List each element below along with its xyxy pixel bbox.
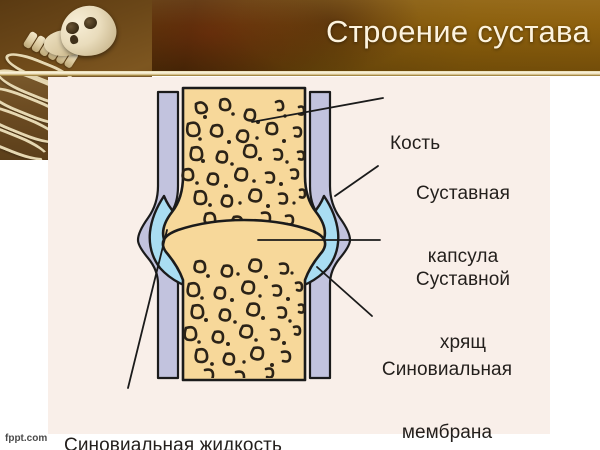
label-cartilage-line2: хрящ	[439, 332, 487, 354]
label-capsule-line1: Суставная	[416, 182, 510, 204]
label-fluid-line1: Синовиальная жидкость	[64, 434, 282, 450]
label-membrane-line1: Синовиальная	[381, 358, 513, 380]
label-articular-capsule: Суставная капсула	[383, 140, 543, 310]
watermark: fppt.com	[5, 433, 48, 444]
label-capsule-line2: капсула	[427, 246, 499, 268]
leader-line-membrane	[316, 266, 373, 317]
leader-line-fluid	[127, 229, 168, 389]
leader-lines	[127, 97, 384, 389]
leader-line-capsule	[334, 165, 379, 197]
label-synovial-membrane: Синовиальная мембрана	[342, 316, 552, 450]
label-bone-line1: Кость	[390, 132, 441, 154]
label-membrane-line2: мембрана	[401, 422, 493, 444]
lower-bone-shape	[161, 218, 327, 382]
label-articular-cartilage: Суставной хрящ	[383, 226, 543, 396]
label-bone: Кость	[390, 90, 440, 196]
leader-line-bone	[251, 97, 384, 123]
label-cartilage-line1: Суставной	[415, 268, 511, 290]
page-title: Строение сустава	[325, 14, 590, 49]
header-divider-line	[0, 71, 600, 76]
label-synovial-fluid: Синовиальная жидкость	[64, 392, 282, 450]
